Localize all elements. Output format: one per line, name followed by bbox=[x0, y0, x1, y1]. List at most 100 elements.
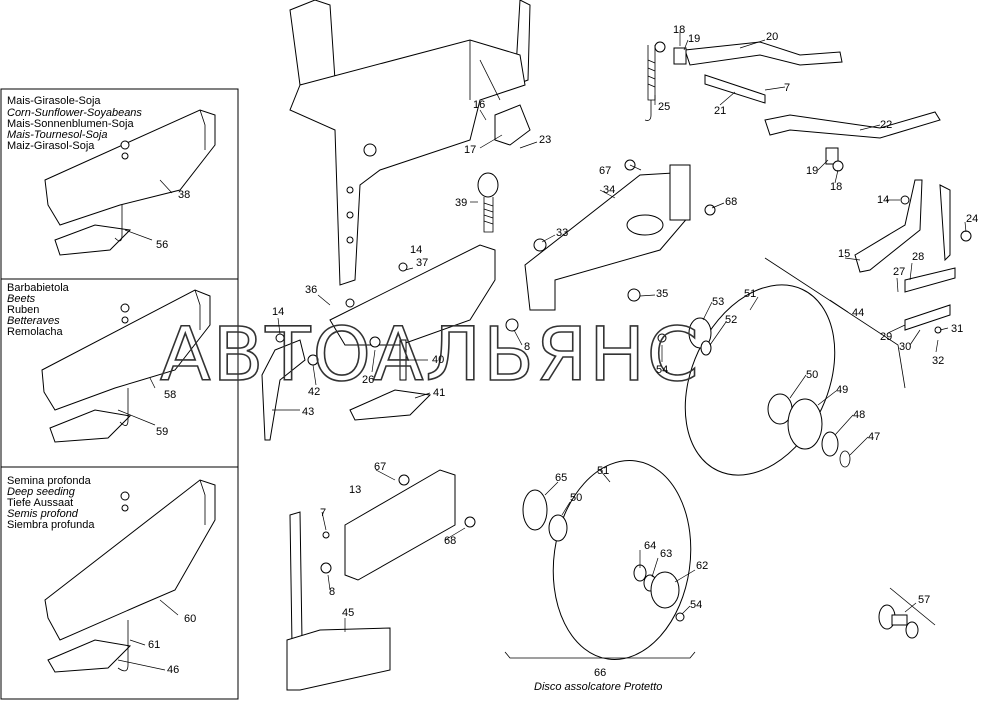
callout-38: 38 bbox=[178, 189, 190, 201]
panel-deep-frame bbox=[0, 466, 239, 700]
disc-51-protected bbox=[552, 460, 692, 660]
callout-59: 59 bbox=[156, 426, 168, 438]
callout-47: 47 bbox=[868, 431, 880, 443]
callout-43: 43 bbox=[302, 406, 314, 418]
callout-26: 26 bbox=[362, 374, 374, 386]
callout-51-bottom: 51 bbox=[597, 465, 609, 477]
disc-protected-caption: Disco assolcatore Protetto bbox=[534, 681, 662, 693]
panel3-line3: Tiefe Aussaat bbox=[7, 497, 73, 509]
bracket-24 bbox=[939, 184, 951, 262]
washer-52 bbox=[700, 340, 712, 356]
panel1-line5: Maiz-Girasol-Soja bbox=[7, 140, 95, 152]
bearing-50-b bbox=[548, 514, 568, 542]
callout-8-top: 8 bbox=[524, 341, 530, 353]
callout-50-top: 50 bbox=[806, 369, 818, 381]
bracket-13 bbox=[344, 469, 456, 581]
callout-35: 35 bbox=[656, 288, 668, 300]
cap-62 bbox=[650, 571, 680, 609]
callout-56: 56 bbox=[156, 239, 168, 251]
callout-54-bottom: 54 bbox=[690, 599, 702, 611]
arm-22 bbox=[764, 111, 941, 139]
callout-44: 44 bbox=[852, 307, 864, 319]
callout-31: 31 bbox=[951, 323, 963, 335]
panel2-line1: Barbabietola bbox=[7, 282, 70, 294]
panel2-line4: Betteraves bbox=[7, 315, 60, 327]
callout-48: 48 bbox=[853, 409, 865, 421]
callout-40: 40 bbox=[432, 354, 444, 366]
panel2-line3: Ruben bbox=[7, 304, 39, 316]
callout-8-bottom: 8 bbox=[329, 586, 335, 598]
callout-49: 49 bbox=[836, 384, 848, 396]
callout-21: 21 bbox=[714, 105, 726, 117]
callout-37: 37 bbox=[416, 257, 428, 269]
callout-41: 41 bbox=[433, 387, 445, 399]
share-body-40 bbox=[329, 244, 496, 346]
callout-64: 64 bbox=[644, 540, 656, 552]
pin-40 bbox=[399, 339, 407, 381]
hub-65 bbox=[522, 489, 548, 531]
panel3-line1: Semina profonda bbox=[7, 475, 92, 487]
coulter-post bbox=[289, 511, 303, 646]
callout-29: 29 bbox=[880, 331, 892, 343]
part-57-assembly bbox=[878, 587, 936, 639]
panel1-line3: Mais-Sonnenblumen-Soja bbox=[7, 118, 134, 130]
bracket-15 bbox=[854, 179, 923, 273]
callout-45: 45 bbox=[342, 607, 354, 619]
bushing-19-bottom bbox=[825, 147, 839, 165]
panel1-line4: Mais-Tournesol-Soja bbox=[7, 129, 107, 141]
spring-parts bbox=[477, 45, 656, 233]
callout-51-top: 51 bbox=[744, 288, 756, 300]
share-tip-41 bbox=[349, 389, 432, 421]
seal-48 bbox=[821, 431, 839, 457]
center-share-assembly bbox=[261, 244, 496, 441]
callout-66: 66 bbox=[594, 667, 606, 679]
shaft-21 bbox=[704, 74, 766, 104]
callout-46: 46 bbox=[167, 664, 179, 676]
panel2-line2: Beets bbox=[7, 293, 36, 305]
callout-13: 13 bbox=[349, 484, 361, 496]
callout-18-bottom: 18 bbox=[830, 181, 842, 193]
callout-30: 30 bbox=[899, 341, 911, 353]
disc-assembly-main bbox=[657, 257, 906, 476]
depth-arms bbox=[654, 41, 941, 172]
callout-27: 27 bbox=[893, 266, 905, 278]
callout-60: 60 bbox=[184, 613, 196, 625]
shoe-tip-46 bbox=[47, 639, 132, 673]
brace-66 bbox=[504, 651, 696, 659]
callout-19-bottom: 19 bbox=[806, 165, 818, 177]
callout-32: 32 bbox=[932, 355, 944, 367]
arm-34 bbox=[524, 171, 691, 311]
callout-68-bottom: 68 bbox=[444, 535, 456, 547]
callout-63: 63 bbox=[660, 548, 672, 560]
callout-52: 52 bbox=[725, 314, 737, 326]
panel1-line1: Mais-Girasole-Soja bbox=[7, 95, 101, 107]
hub-53 bbox=[688, 317, 712, 349]
panel3-line5: Siembra profunda bbox=[7, 519, 95, 531]
callout-23: 23 bbox=[539, 134, 551, 146]
callout-25: 25 bbox=[658, 101, 670, 113]
callout-50-bottom: 50 bbox=[570, 492, 582, 504]
disc-bracket-44 bbox=[764, 257, 906, 389]
panel2-line5: Remolacha bbox=[7, 326, 64, 338]
callout-7-top: 7 bbox=[784, 82, 790, 94]
frame-upper-post bbox=[289, 0, 336, 86]
shoe-tip-56 bbox=[54, 224, 132, 256]
frame-bracket-plate bbox=[289, 39, 526, 286]
shoe-tip-59 bbox=[49, 409, 132, 443]
callout-58: 58 bbox=[164, 389, 176, 401]
shoe-body-60 bbox=[44, 479, 216, 641]
disc-assembly-protected: Disco assolcatore Protetto bbox=[504, 460, 696, 693]
callout-14-left: 14 bbox=[272, 306, 284, 318]
leader-lines bbox=[117, 32, 967, 671]
callout-labels: 38 56 58 59 60 61 46 14 36 37 42 43 26 4… bbox=[148, 24, 978, 679]
blade-29 bbox=[904, 304, 951, 331]
left-panels: Mais-Girasole-Soja Corn-Sunflower-Soyabe… bbox=[0, 88, 239, 700]
callout-34: 34 bbox=[603, 184, 615, 196]
shoe-body-58 bbox=[41, 289, 211, 411]
coulter-45 bbox=[286, 627, 391, 691]
callout-18-top: 18 bbox=[673, 24, 685, 36]
callout-53: 53 bbox=[712, 296, 724, 308]
circlip-47 bbox=[839, 450, 851, 468]
